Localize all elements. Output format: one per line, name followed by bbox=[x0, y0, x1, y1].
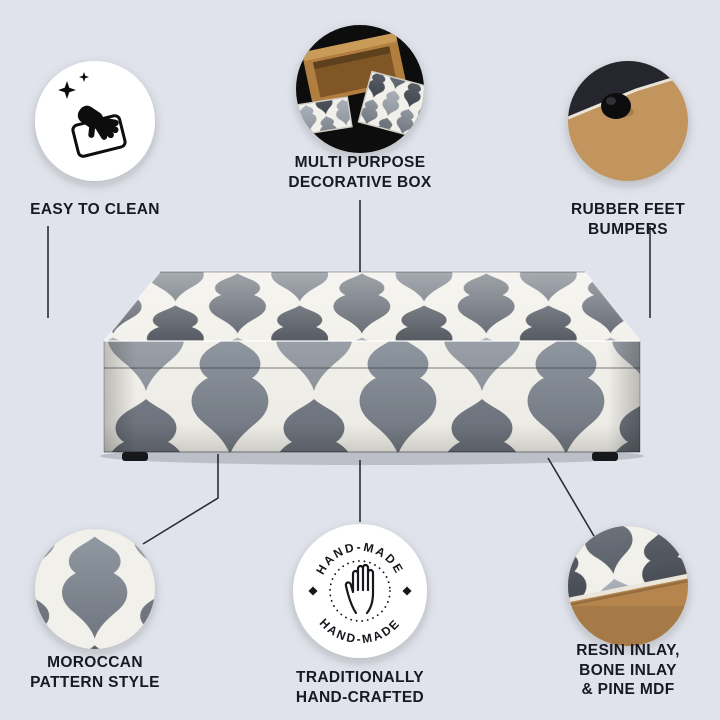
callout-circle-rubber-feet bbox=[568, 61, 688, 181]
pattern-closeup-photo bbox=[35, 529, 155, 649]
callout-circle-multi-purpose bbox=[296, 25, 424, 153]
callout-circle-handmade: HAND-MADE HAND-MADE bbox=[293, 524, 427, 658]
rubber-foot-photo bbox=[568, 61, 688, 181]
hand-wipe-icon bbox=[58, 72, 127, 158]
box-foot-left bbox=[122, 452, 148, 461]
product-box bbox=[100, 271, 644, 465]
connector-line-resin bbox=[547, 457, 595, 537]
handmade-circle-bg bbox=[293, 524, 427, 658]
hand-icon bbox=[344, 563, 375, 615]
callout-circle-moroccan bbox=[35, 529, 155, 649]
moroccan-label: MOROCCAN PATTERN STYLE bbox=[30, 654, 160, 691]
resin-label: RESIN INLAY, BONE INLAY & PINE MDF bbox=[576, 642, 680, 699]
connector-line-moroccan bbox=[142, 454, 219, 545]
rubber-foot bbox=[601, 93, 631, 119]
decorative-box-photo bbox=[296, 25, 424, 153]
box-front-bottom-shade bbox=[104, 341, 640, 452]
connector-lines bbox=[47, 200, 651, 545]
multi-purpose-label: MULTI PURPOSE DECORATIVE BOX bbox=[288, 154, 432, 191]
box-topright-edge bbox=[584, 271, 641, 342]
callout-circle-easy-clean bbox=[35, 61, 155, 181]
box-foot-right bbox=[592, 452, 618, 461]
box-top-glare bbox=[104, 272, 640, 341]
box-topleft-edge bbox=[103, 271, 161, 342]
easy-clean-label: EASY TO CLEAN bbox=[30, 201, 160, 218]
inlay-closeup-photo bbox=[568, 526, 688, 646]
handmade-label: TRADITIONALLY HAND-CRAFTED bbox=[295, 669, 425, 706]
callout-circle-resin bbox=[568, 526, 688, 646]
stamp-dotted-circle bbox=[329, 560, 391, 622]
hand-icon bbox=[77, 105, 119, 140]
rubber-feet-label: RUBBER FEET BUMPERS bbox=[570, 201, 686, 238]
